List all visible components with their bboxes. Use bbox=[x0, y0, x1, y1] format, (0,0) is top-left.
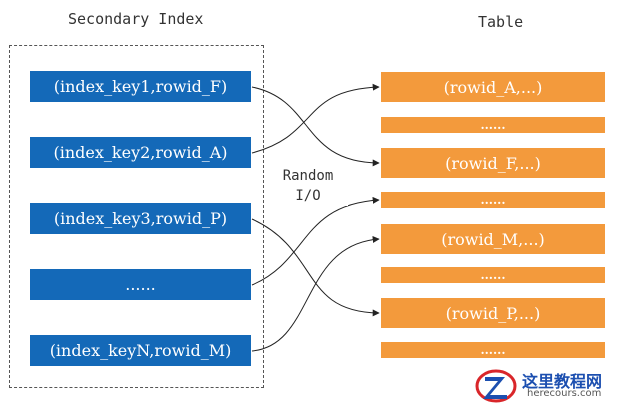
table-row-ellipsis-2: ...... bbox=[381, 192, 605, 208]
watermark: 这里教程网 herecours.com bbox=[472, 366, 616, 406]
watermark-url: herecours.com bbox=[527, 388, 602, 399]
watermark-text: 这里教程网 bbox=[522, 372, 603, 391]
random-io-line-1: Random bbox=[282, 168, 334, 184]
table-row-ellipsis-1: ...... bbox=[381, 117, 605, 133]
index-entry-ellipsis: ...... bbox=[30, 269, 251, 300]
table-row-rowid-m: (rowid_M,...) bbox=[381, 224, 605, 254]
arrow-key2-to-rowid-a bbox=[251, 83, 380, 154]
index-entry-key2: (index_key2,rowid_A) bbox=[30, 137, 251, 168]
index-entry-keyN: (index_keyN,rowid_M) bbox=[30, 335, 251, 366]
table-title: Table bbox=[478, 13, 524, 31]
random-io-line-2: I/O bbox=[295, 188, 321, 204]
arrow-keyN-to-rowid-m bbox=[251, 235, 380, 352]
arrow-key3-to-rowid-p bbox=[251, 218, 380, 317]
index-entry-key3: (index_key3,rowid_P) bbox=[30, 203, 251, 234]
table-row-rowid-a: (rowid_A,...) bbox=[381, 72, 605, 102]
secondary-index-container bbox=[9, 45, 264, 388]
table-row-rowid-f: (rowid_F,...) bbox=[381, 148, 605, 178]
watermark-logo-icon bbox=[475, 369, 517, 403]
arrow-key1-to-rowid-f bbox=[251, 86, 380, 167]
secondary-index-title: Secondary Index bbox=[68, 10, 204, 28]
random-io-label: Random I/O bbox=[268, 166, 348, 206]
index-entry-key1: (index_key1,rowid_F) bbox=[30, 71, 251, 102]
arrow-ellipsis-to-ellipsis bbox=[251, 196, 380, 286]
table-row-ellipsis-3: ...... bbox=[381, 267, 605, 283]
table-row-rowid-p: (rowid_P,...) bbox=[381, 298, 605, 328]
table-row-ellipsis-4: ...... bbox=[381, 342, 605, 358]
